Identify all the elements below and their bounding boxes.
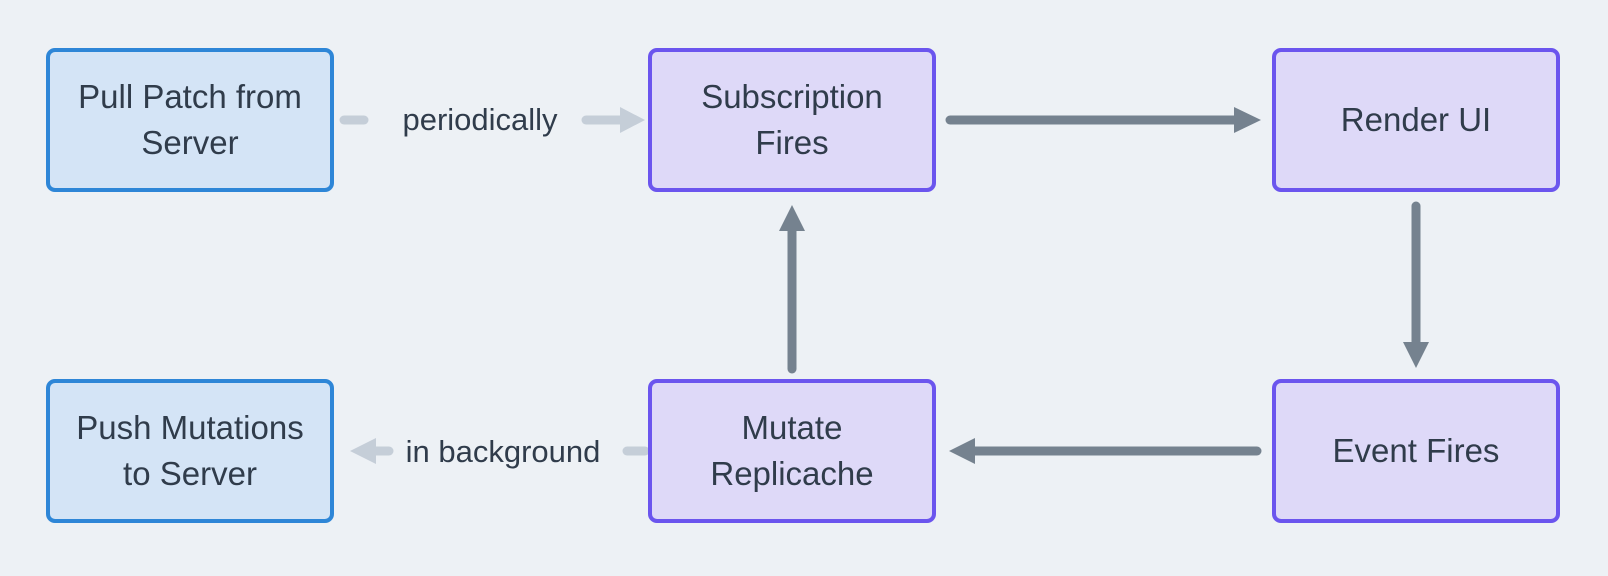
node-label: Pull Patch from Server	[78, 78, 302, 161]
node-label: Mutate Replicache	[710, 409, 874, 492]
node-pull-patch-from-server: Pull Patch from Server	[46, 48, 334, 192]
arrowhead-up-icon	[779, 205, 805, 231]
edge-mutate-to-push	[350, 438, 650, 464]
arrowhead-left-icon	[350, 438, 376, 464]
node-render-ui: Render UI	[1272, 48, 1560, 192]
edge-pull-to-subscription	[339, 107, 645, 133]
node-subscription-fires: Subscription Fires	[648, 48, 936, 192]
node-push-mutations-to-server: Push Mutations to Server	[46, 379, 334, 523]
arrowhead-down-icon	[1403, 342, 1429, 368]
node-label: Render UI	[1340, 101, 1492, 139]
edge-event-to-mutate	[949, 438, 1262, 464]
edge-label-periodically: periodically	[402, 102, 558, 137]
arrowhead-left-icon	[949, 438, 975, 464]
node-label: Event Fires	[1332, 432, 1500, 470]
node-event-fires: Event Fires	[1272, 379, 1560, 523]
node-mutate-replicache: Mutate Replicache	[648, 379, 936, 523]
edge-subscription-to-render	[945, 107, 1261, 133]
arrowhead-right-icon	[620, 107, 645, 133]
node-label: Subscription Fires	[701, 78, 883, 161]
edge-render-to-event	[1403, 201, 1429, 368]
edge-label-in-background: in background	[405, 434, 601, 469]
node-label: Push Mutations to Server	[76, 409, 304, 492]
edge-mutate-to-subscription	[779, 205, 805, 374]
arrowhead-right-icon	[1234, 107, 1261, 133]
